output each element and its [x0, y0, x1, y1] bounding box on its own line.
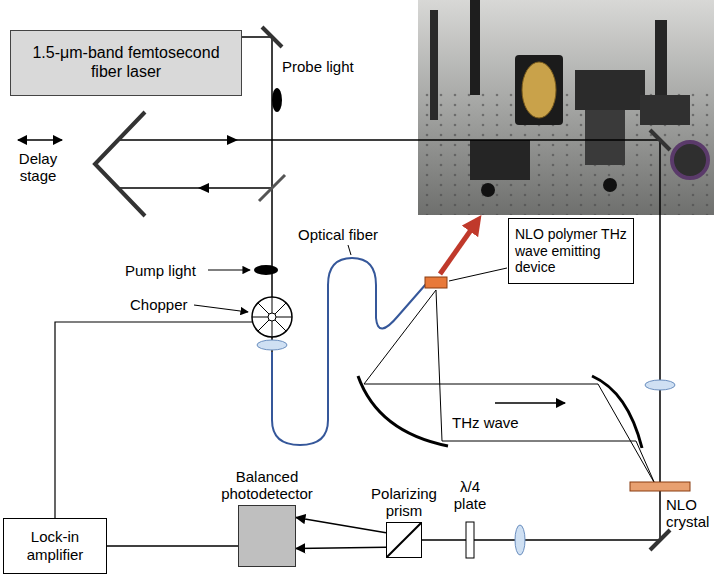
mirror: [650, 130, 670, 150]
chopper-hub: [268, 313, 276, 321]
probe-beam: [120, 140, 660, 540]
photo-lens-mount: [672, 142, 708, 178]
beam-arrow: [296, 547, 386, 548]
photodetector: Balanced photodetector: [238, 505, 296, 567]
prism-diagonal-line: [387, 523, 421, 557]
laser-box: 1.5-μm-band femtosecond fiber laser: [10, 30, 242, 96]
wave-label: THz wave: [452, 414, 519, 431]
thz-ray: [364, 384, 636, 441]
nlo-crystal: [630, 482, 690, 491]
photo-post: [430, 10, 438, 120]
part-label: Chopper: [130, 296, 188, 313]
signal-line: [107, 545, 238, 547]
leader-arrow: [208, 269, 250, 270]
beam-label: Probe light: [282, 58, 354, 75]
photo-stage: [575, 70, 645, 110]
leader-arrow: [194, 305, 248, 312]
photo-knob: [603, 178, 617, 192]
photo-pointer-arrow: [440, 220, 478, 274]
part-label: NLO crystal: [666, 496, 712, 531]
prism-diagonal: [387, 523, 421, 557]
optical-fiber: [272, 258, 426, 445]
quarter-wave-plate: [466, 522, 474, 558]
device-label-box: NLO polymer THz wave emitting device: [508, 218, 634, 284]
beam-splitter: [259, 175, 285, 201]
lock-in-amplifier-box: Lock-in amplifier: [3, 518, 107, 574]
thz-ray: [598, 384, 655, 484]
polarizing-prism: Polarizing prism: [386, 522, 422, 558]
probe-pulse: [272, 88, 282, 112]
lens: [515, 525, 525, 555]
beam-direction-arrow: [227, 135, 238, 145]
photo-mount: [640, 95, 690, 125]
part-label: λ/4 plate: [448, 478, 492, 513]
photo-mirror-mount: [515, 55, 563, 125]
leader-line: [449, 268, 507, 281]
lens: [645, 380, 675, 390]
photo-gold-mirror: [522, 62, 556, 118]
photo-knob: [481, 183, 495, 197]
mirror: [650, 530, 670, 550]
retroreflector: [95, 112, 145, 216]
pump-pulse: [254, 265, 278, 275]
box-text: 1.5-μm-band femtosecond fiber laser: [31, 44, 221, 82]
photo-background: [418, 0, 714, 215]
thz-emitter: [425, 277, 447, 288]
photo-post: [470, 0, 480, 95]
delay-direction-arrow: [18, 139, 62, 141]
part-heading: Polarizing prism: [364, 485, 444, 520]
optical-table-holes: [418, 90, 714, 215]
thz-ray: [364, 290, 442, 441]
lens: [257, 340, 287, 350]
stage-label: Delay stage: [8, 150, 68, 185]
photo-post: [585, 110, 625, 165]
chopper-wheel: [252, 297, 292, 337]
thz-direction-arrow: [495, 402, 565, 404]
part-heading: Balanced photodetector: [207, 468, 327, 503]
beam-arrow: [296, 517, 386, 532]
probe-beam: [118, 187, 272, 189]
beam-label: Pump light: [125, 262, 196, 279]
beam-direction-arrow: [198, 183, 209, 193]
fiber-label: Optical fiber: [298, 226, 378, 243]
photo-mount: [470, 140, 530, 180]
box-text: Lock-in amplifier: [10, 528, 100, 563]
parabolic-mirror: [358, 376, 448, 446]
mirror: [262, 27, 282, 47]
leader-line: [348, 245, 351, 255]
box-text: NLO polymer THz wave emitting device: [515, 226, 627, 276]
chopper-spokes: [252, 297, 292, 337]
